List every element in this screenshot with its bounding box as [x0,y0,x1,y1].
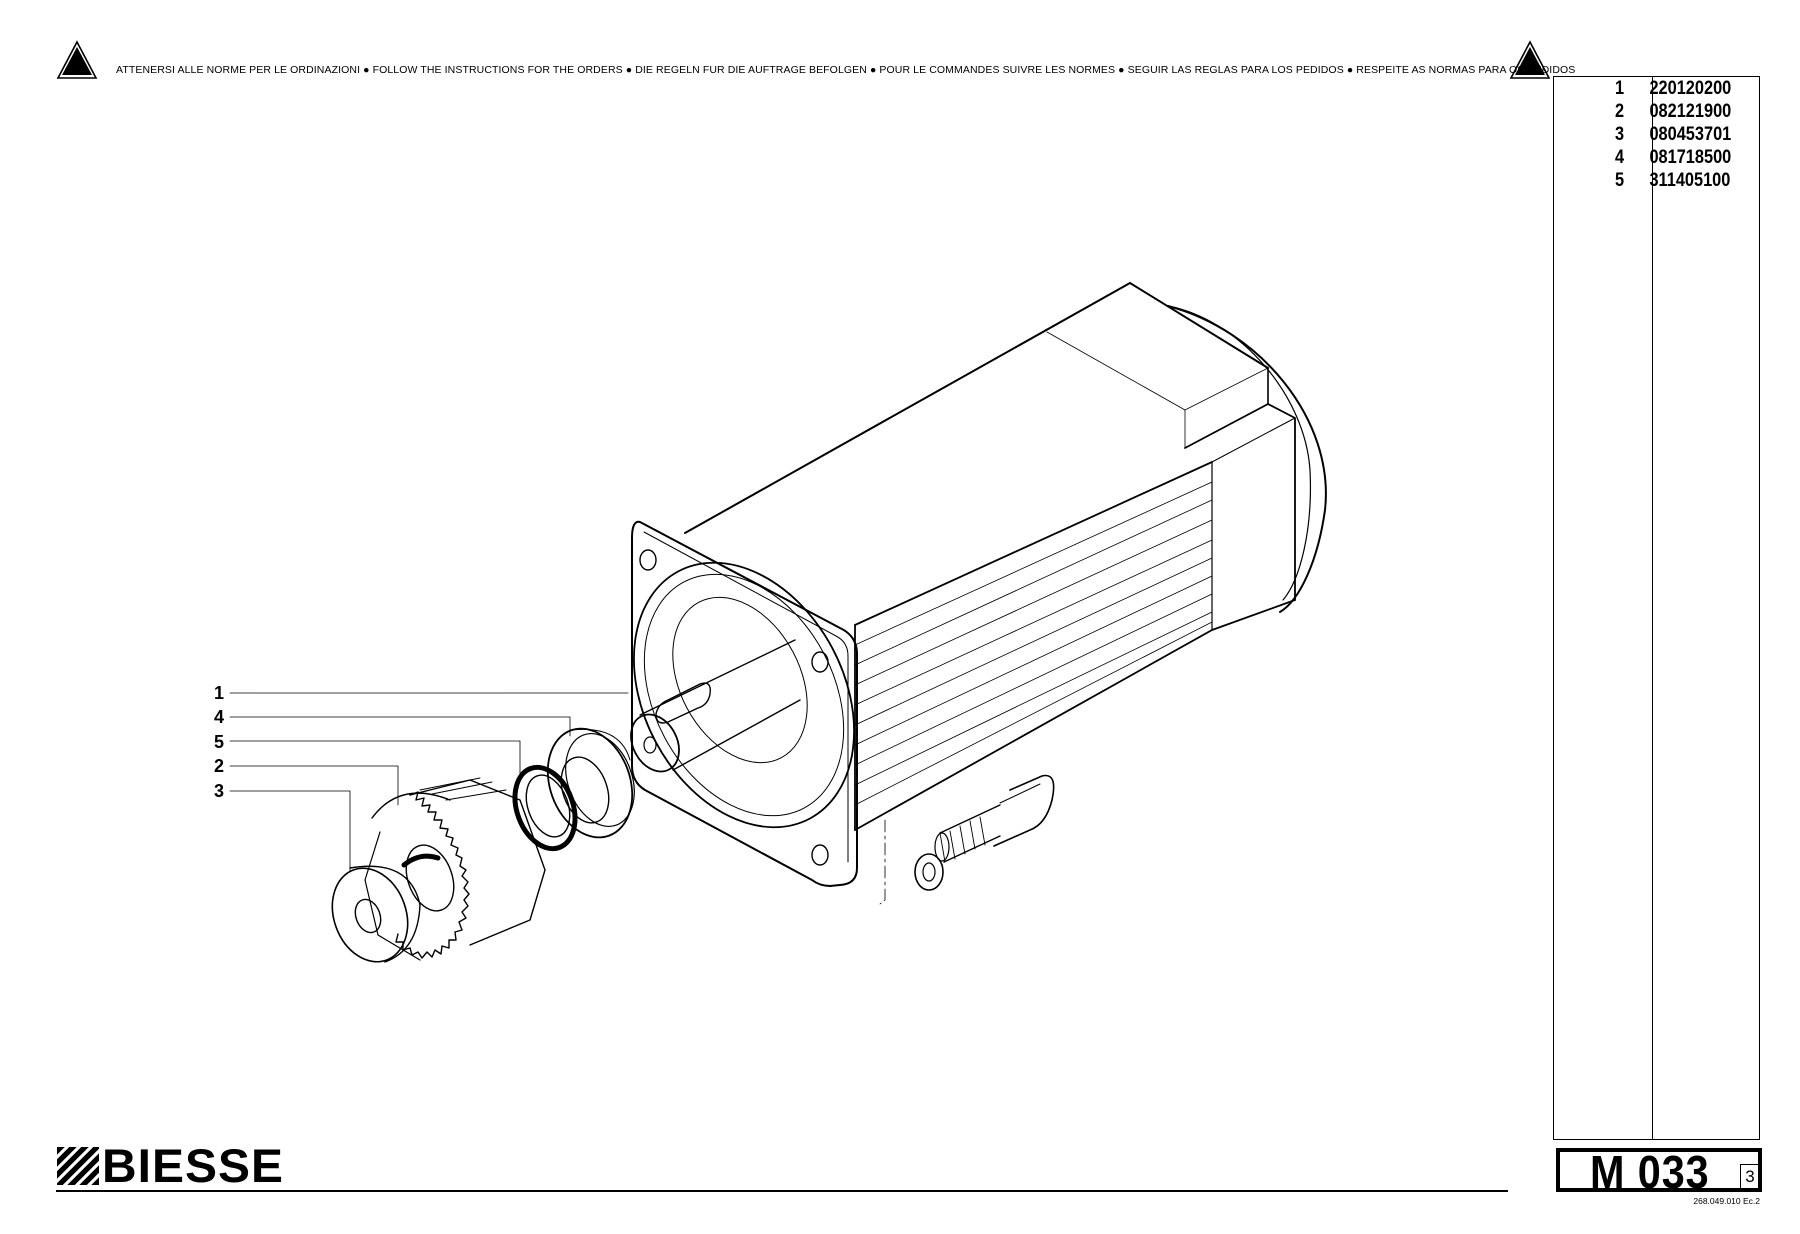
part-number: 4 [1615,147,1625,168]
spacer-ring [546,727,635,839]
part-number: 3 [1615,124,1625,145]
part-number: 1 [1615,78,1625,99]
parts-row: 5 311405100 [1554,170,1732,193]
part-code: 080453701 [1649,124,1732,145]
callout-label: 4 [214,707,225,727]
part-code: 081718500 [1649,147,1732,168]
model-code-box: M 033 3 [1556,1146,1762,1198]
gear-washer [331,865,421,963]
pinion-gear [364,777,546,961]
order-instructions-notice: ATTENERSI ALLE NORME PER LE ORDINAZIONI … [116,64,1576,76]
part-code: 220120200 [1649,78,1732,99]
model-code: M 033 [1590,1146,1710,1198]
document-reference: 268.049.010 Ec.2 [1693,1196,1760,1206]
part-code: 311405100 [1649,170,1731,191]
callout-leader-lines [229,692,629,873]
motor-flange [630,520,858,887]
parts-row: 4 081718500 [1554,147,1732,170]
part-number: 2 [1615,101,1625,122]
sheet-number: 3 [1740,1164,1759,1189]
warning-triangle-icon-right [1509,40,1551,79]
flange-screw [879,774,1055,905]
parts-list-table: 1 220120200 2 082121900 3 080453701 4 08… [1553,76,1760,1140]
seal-ring [512,764,578,852]
footer-rule [56,1190,1508,1192]
callout-label: 3 [214,781,225,801]
callout-label: 5 [214,732,225,752]
parts-row: 2 082121900 [1554,101,1732,124]
parts-table-divider [1652,77,1653,1139]
parts-row: 1 220120200 [1554,78,1732,101]
brand-name: BIESSE [102,1139,284,1192]
parts-row: 3 080453701 [1554,124,1732,147]
part-code: 082121900 [1649,101,1732,122]
motor-body [684,282,1327,831]
biesse-logo-icon [56,1146,100,1186]
part-number: 5 [1615,170,1625,191]
callout-label: 1 [214,683,225,703]
warning-triangle-icon-left [56,40,98,79]
brand-logo: BIESSE [56,1142,283,1189]
callout-label: 2 [214,756,225,776]
